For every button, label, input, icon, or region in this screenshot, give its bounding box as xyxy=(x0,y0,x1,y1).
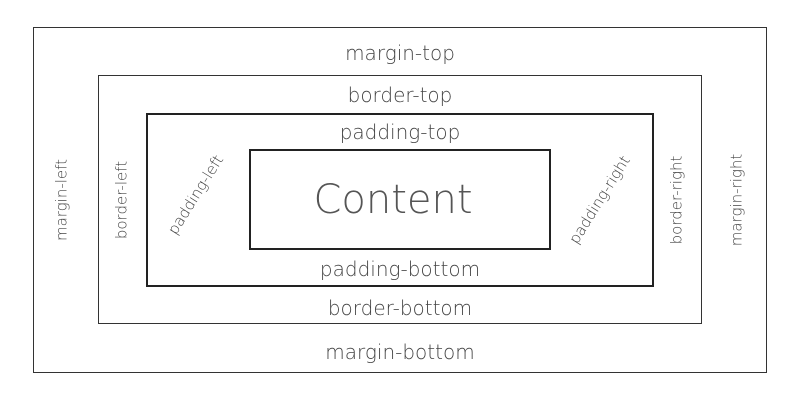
padding-bottom-label: padding-bottom xyxy=(319,257,481,281)
content-label: Content xyxy=(313,177,473,223)
content-box xyxy=(249,149,551,250)
padding-top-label: padding-top xyxy=(339,120,461,144)
border-left-label: border-left xyxy=(112,160,131,240)
border-box xyxy=(98,75,702,324)
border-right-label: border-right xyxy=(667,155,686,245)
margin-bottom-label: margin-bottom xyxy=(325,340,475,364)
padding-box xyxy=(146,113,654,287)
border-bottom-label: border-bottom xyxy=(327,296,473,320)
margin-top-label: margin-top xyxy=(345,41,455,65)
margin-box xyxy=(33,27,767,373)
margin-left-label: margin-left xyxy=(52,158,71,242)
border-top-label: border-top xyxy=(347,83,453,107)
margin-right-label: margin-right xyxy=(727,153,746,247)
